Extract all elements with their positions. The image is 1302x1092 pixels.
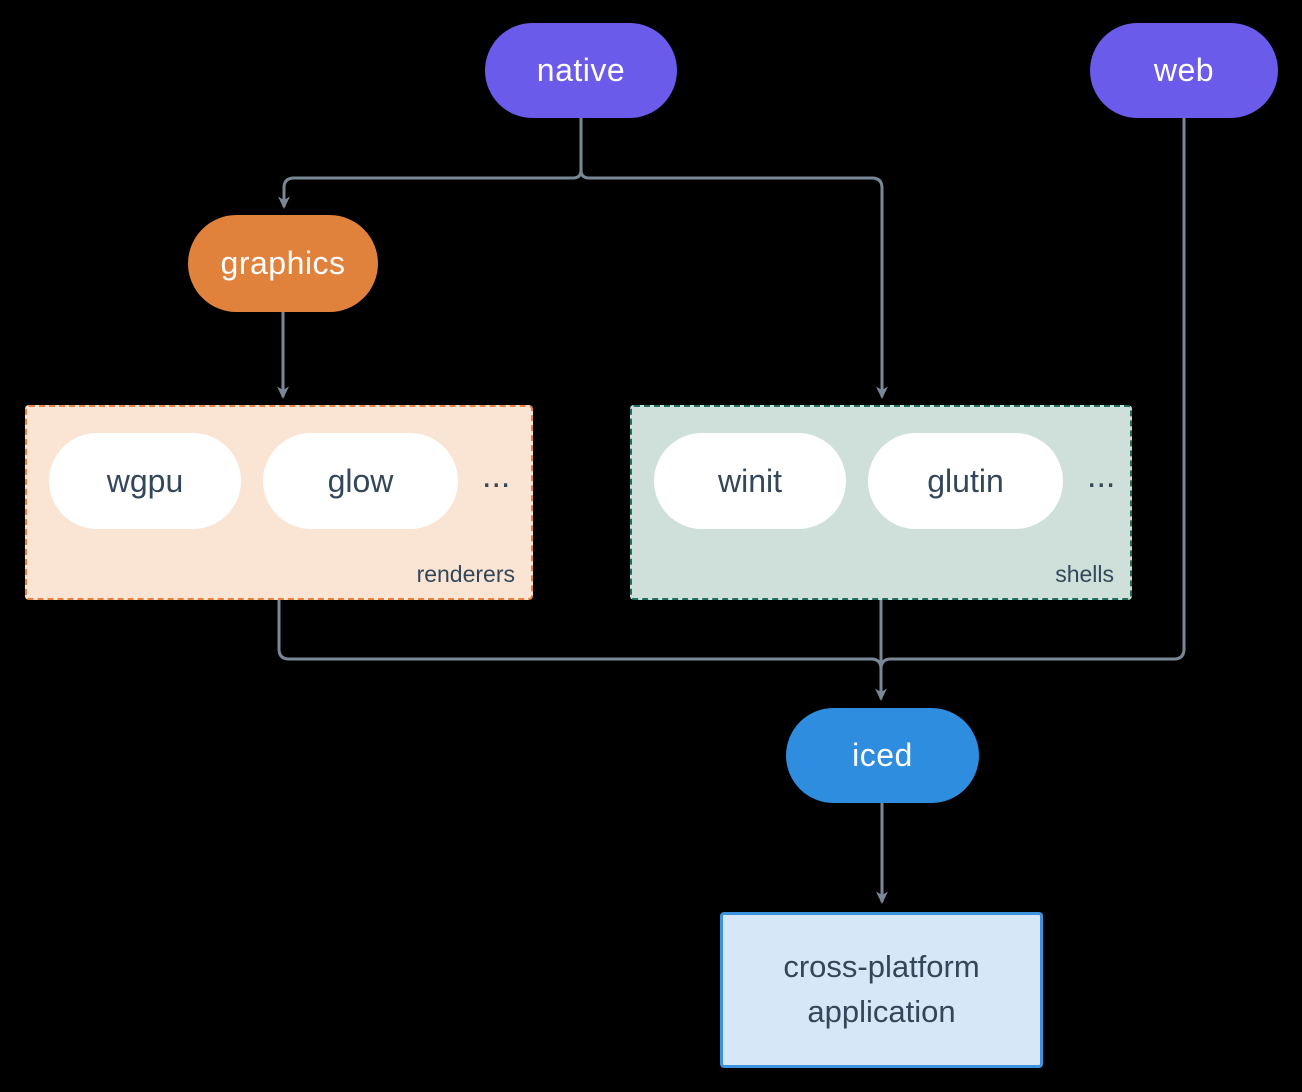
node-native-label: native [536, 52, 626, 88]
node-graphics: graphics [188, 215, 378, 312]
node-web-label: web [1153, 52, 1215, 88]
group-shells: winit glutin ... shells [630, 405, 1132, 600]
node-glow: glow [263, 433, 458, 529]
node-graphics-label: graphics [220, 245, 346, 281]
node-glow-label: glow [327, 462, 394, 499]
application-label-line-1: cross-platform [783, 949, 980, 985]
renderers-group-label: renderers [416, 561, 515, 587]
node-winit-label: winit [717, 462, 782, 499]
node-native: native [485, 23, 677, 118]
node-iced: iced [786, 708, 979, 803]
node-web: web [1090, 23, 1278, 118]
group-renderers: wgpu glow ... renderers [25, 405, 533, 600]
shells-group-label: shells [1055, 561, 1114, 587]
renderers-ellipsis: ... [482, 457, 511, 495]
edge-renderers-iced [277, 600, 883, 670]
node-wgpu-label: wgpu [106, 462, 184, 499]
node-iced-label: iced [852, 737, 913, 773]
node-glutin-label: glutin [927, 462, 1004, 499]
node-winit: winit [654, 433, 846, 529]
edge-native-shells [579, 118, 888, 399]
node-wgpu: wgpu [49, 433, 241, 529]
application-label-line-2: application [807, 994, 956, 1029]
shells-ellipsis: ... [1087, 457, 1116, 495]
node-glutin: glutin [868, 433, 1063, 529]
node-cross-platform-application: cross-platform application [720, 912, 1043, 1068]
edge-native-graphics [278, 118, 583, 209]
